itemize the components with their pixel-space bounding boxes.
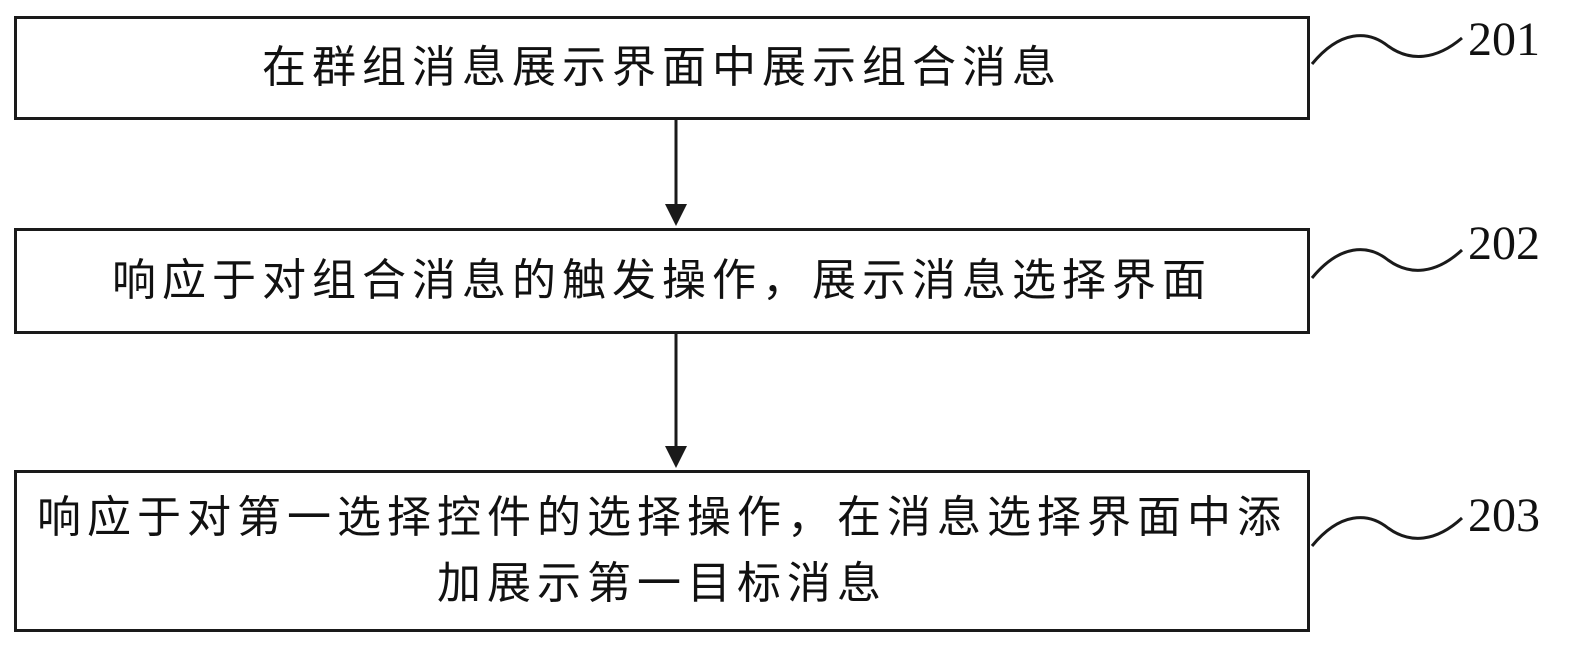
step-number-202: 202 — [1468, 217, 1540, 270]
step-text-203: 响应于对第一选择控件的选择操作，在消息选择界面中添加展示第一目标消息 — [37, 492, 1287, 609]
step-text-202: 响应于对组合消息的触发操作，展示消息选择界面 — [112, 255, 1212, 306]
step-box-202: 响应于对组合消息的触发操作，展示消息选择界面 — [14, 228, 1310, 334]
leader-line-202 — [1310, 248, 1464, 279]
step-text-201: 在群组消息展示界面中展示组合消息 — [262, 42, 1062, 93]
step-number-201: 201 — [1468, 13, 1540, 66]
flow-arrow-202-203 — [665, 334, 687, 468]
flow-arrow-201-202 — [665, 120, 687, 226]
leader-line-203 — [1310, 516, 1464, 547]
step-box-201: 在群组消息展示界面中展示组合消息 — [14, 16, 1310, 120]
leader-line-201 — [1310, 34, 1463, 65]
step-box-203: 响应于对第一选择控件的选择操作，在消息选择界面中添加展示第一目标消息 — [14, 470, 1310, 632]
step-number-203: 203 — [1468, 489, 1540, 542]
